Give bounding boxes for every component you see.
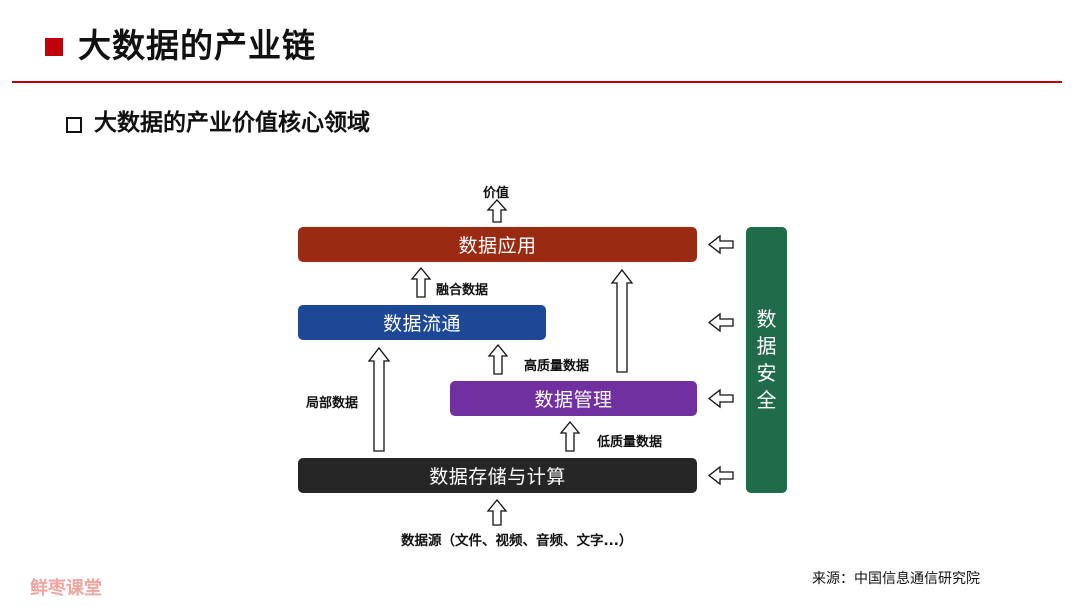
data-application-box: 数据应用: [298, 227, 697, 262]
security-to-mgmt-arrow-icon: [707, 388, 734, 409]
security-char: 据: [756, 334, 777, 358]
data-management-box: 数据管理: [450, 381, 697, 416]
page-title: 大数据的产业链: [78, 26, 316, 65]
source-note: 来源：中国信息通信研究院: [812, 571, 980, 587]
value-label: 价值: [483, 186, 510, 201]
mgmt-to-app-up-arrow-icon: [610, 268, 634, 373]
data-circulation-box: 数据流通: [298, 305, 546, 340]
security-char: 安: [756, 361, 777, 385]
low-quality-data-label: 低质量数据: [597, 435, 663, 450]
title-divider: [12, 81, 1062, 83]
lq-up-arrow-icon: [559, 420, 581, 452]
value-up-arrow-icon: [486, 199, 508, 223]
hq-up-arrow-icon: [487, 343, 509, 375]
security-to-flow-arrow-icon: [707, 312, 734, 333]
section-subtitle: 大数据的产业价值核心领域: [94, 110, 370, 136]
local-up-arrow-icon: [367, 346, 391, 452]
title-bullet-square: [45, 38, 63, 56]
fused-data-label: 融合数据: [436, 283, 489, 298]
local-data-label: 局部数据: [306, 396, 359, 411]
data-source-label: 数据源（文件、视频、音频、文字...）: [401, 533, 633, 549]
data-security-box: 数 据 安 全: [746, 227, 787, 493]
security-to-app-arrow-icon: [707, 234, 734, 255]
security-to-storage-arrow-icon: [707, 465, 734, 486]
hollow-square-bullet-icon: [66, 117, 82, 133]
source-up-arrow-icon: [486, 498, 508, 526]
security-char: 全: [756, 388, 777, 412]
security-char: 数: [756, 307, 777, 331]
data-storage-compute-box: 数据存储与计算: [298, 458, 697, 493]
watermark: 鲜枣课堂: [30, 578, 102, 599]
fused-up-arrow-icon: [410, 266, 432, 298]
high-quality-data-label: 高质量数据: [524, 359, 590, 374]
